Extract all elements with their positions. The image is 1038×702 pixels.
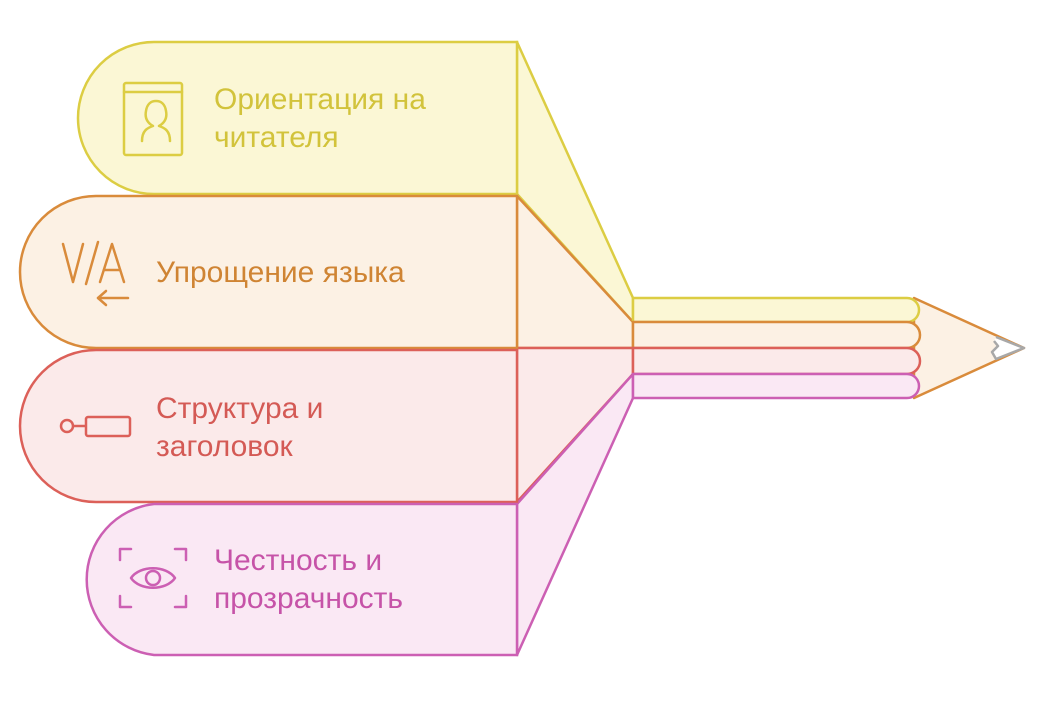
item-label-line: Упрощение языка [156, 256, 405, 289]
item-label-transparency: Честность и прозрачность [214, 542, 403, 618]
item-label-reader-focus: Ориентация на читателя [214, 81, 426, 157]
structure-key-icon [59, 415, 132, 438]
banner-reader-focus [76, 40, 519, 196]
banner-plain-language [18, 194, 519, 350]
reader-profile-icon [122, 81, 184, 157]
eye-scan-icon [118, 547, 188, 609]
item-label-line: Честность и [214, 544, 383, 577]
pencil-stripe-0 [631, 296, 921, 324]
item-label-line: прозрачность [214, 582, 403, 615]
item-label-line: читателя [214, 121, 339, 154]
pencil-stripe-3 [631, 372, 921, 400]
banner-structure [18, 348, 519, 504]
pencil-stripe-2 [631, 346, 922, 376]
banner-transparency [85, 502, 519, 657]
pencil-icon [631, 296, 1026, 400]
pencil-lead [990, 335, 1026, 361]
item-label-structure: Структура и заголовок [156, 390, 323, 466]
pencil-stripe-1 [631, 320, 922, 350]
item-label-plain-language: Упрощение языка [156, 254, 405, 292]
item-label-line: Ориентация на [214, 83, 426, 116]
pencil-tip [912, 296, 1026, 400]
item-label-line: Структура и [156, 392, 324, 425]
item-label-line: заголовок [156, 430, 293, 463]
text-simplify-icon [61, 240, 130, 307]
